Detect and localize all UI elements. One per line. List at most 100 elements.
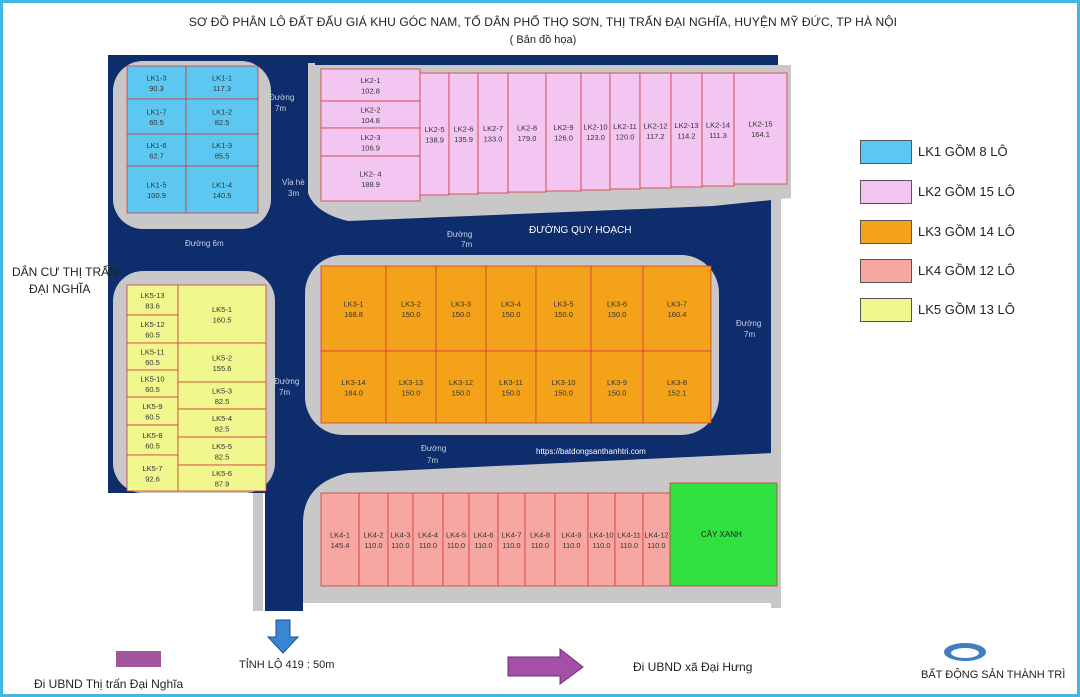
lot-lk5-7: LK5-792.6 bbox=[126, 454, 179, 492]
lot-area: 117.2 bbox=[646, 132, 664, 141]
lot-id: LK3-13 bbox=[399, 378, 423, 387]
lot-area: 133.0 bbox=[484, 135, 503, 144]
lot-area: 150.0 bbox=[502, 310, 521, 319]
road-label: Đường 6m bbox=[185, 239, 224, 248]
lot-id: LK5-9 bbox=[142, 402, 162, 411]
lot-area: 82.5 bbox=[215, 118, 230, 127]
legend-swatch bbox=[860, 298, 912, 322]
lot-lk5-6: LK5-687.9 bbox=[177, 464, 267, 492]
lot-lk5-5: LK5-582.5 bbox=[177, 436, 267, 466]
lot-area: 160.4 bbox=[668, 310, 687, 319]
lot-id: LK4-2 bbox=[363, 531, 383, 540]
lot-area: 83.6 bbox=[145, 302, 160, 311]
lot-lk1-7: LK1-760.5 bbox=[126, 98, 187, 135]
lot-area: 150.0 bbox=[502, 389, 521, 398]
lot-area: 82.5 bbox=[215, 397, 230, 406]
green-area bbox=[669, 482, 778, 587]
route-bar-left bbox=[116, 651, 161, 667]
lot-id: LK5-3 bbox=[212, 387, 232, 396]
lot-id: LK3-4 bbox=[501, 300, 521, 309]
lot-area: 90.3 bbox=[149, 84, 164, 93]
lot-id: LK2-10 bbox=[583, 123, 607, 132]
legend-swatch bbox=[860, 140, 912, 164]
lot-id: LK2-8 bbox=[517, 124, 537, 133]
lot-lk5-8: LK5-860.5 bbox=[126, 424, 179, 456]
lot-lk1-3: LK1-390.3 bbox=[126, 65, 187, 100]
lot-area: 102.8 bbox=[361, 87, 380, 96]
lot-area: 110.0 bbox=[364, 541, 382, 550]
lot-area: 138.9 bbox=[425, 136, 444, 145]
lot-id: LK4-3 bbox=[390, 531, 410, 540]
legend-swatch bbox=[860, 220, 912, 244]
lot-area: 85.5 bbox=[215, 152, 230, 161]
lot-id: LK2-12 bbox=[643, 122, 667, 131]
lot-lk5-9: LK5-9 60.5 bbox=[126, 396, 179, 426]
lot-id: LK2-11 bbox=[613, 122, 637, 131]
brand-logo-icon bbox=[944, 643, 986, 661]
lot-area: 179.0 bbox=[518, 134, 537, 143]
lot-id: LK2-15 bbox=[748, 120, 772, 129]
legend-swatch bbox=[860, 180, 912, 204]
lot-area: 110.0 bbox=[447, 541, 465, 550]
legend-label: LK4 GỒM 12 LÔ bbox=[918, 263, 1015, 278]
lot-id: LK2-6 bbox=[453, 125, 473, 134]
road-label: 7m bbox=[275, 104, 287, 113]
lot-area: 60.5 bbox=[145, 413, 160, 422]
watermark-url: https://batdongsanthanhtri.com bbox=[536, 447, 646, 456]
lot-area: 110.0 bbox=[592, 541, 610, 550]
road-label: Vỉa hè bbox=[282, 178, 305, 187]
road-label: 3m bbox=[288, 189, 300, 198]
lot-id: LK1-2 bbox=[212, 108, 232, 117]
lot-id: LK2-9 bbox=[553, 123, 573, 132]
lot-area: 106.9 bbox=[361, 144, 380, 153]
lot-area: 82.5 bbox=[215, 453, 230, 462]
lot-id: LK1-3 bbox=[146, 74, 166, 83]
lot-area: 87.9 bbox=[215, 480, 230, 489]
residential-label: ĐẠI NGHĨA bbox=[29, 282, 91, 296]
road-label: Đường bbox=[269, 93, 295, 102]
lot-area: 184.0 bbox=[344, 389, 363, 398]
lot-id: LK4-6 bbox=[473, 531, 493, 540]
lot-lk1-3: LK1-385.5 bbox=[185, 133, 259, 167]
road-label: Đường bbox=[736, 319, 762, 328]
lot-area: 150.0 bbox=[402, 389, 421, 398]
map-subtitle: ( Bản đồ họa) bbox=[509, 34, 577, 46]
road-label: Đường bbox=[421, 444, 447, 453]
road-label: Đường bbox=[274, 377, 300, 386]
lot-area: 123.0 bbox=[586, 133, 605, 142]
lot-area: 152.1 bbox=[668, 389, 687, 398]
arrow-down-icon bbox=[266, 619, 300, 654]
provincial-road-label: TỈNH LỘ 419 : 50m bbox=[239, 659, 335, 671]
road-label: Đường bbox=[447, 230, 473, 239]
outer-gray-bottom-left bbox=[253, 493, 263, 611]
lot-area: 150.0 bbox=[452, 310, 471, 319]
residential-label: DÂN CƯ THỊ TRẤN bbox=[12, 265, 118, 279]
lot-id: LK3-14 bbox=[341, 378, 365, 387]
lot-area: 117.3 bbox=[213, 84, 231, 93]
lot-area: 60.5 bbox=[145, 442, 160, 451]
